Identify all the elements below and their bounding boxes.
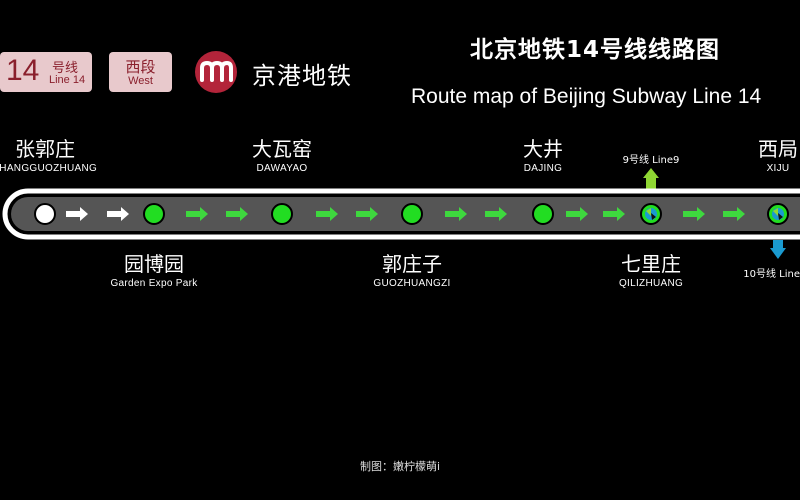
direction-arrow-icon (226, 207, 248, 221)
direction-arrow-icon (356, 207, 378, 221)
station-name-cn: 大井 (523, 137, 563, 161)
station-dot (532, 203, 554, 225)
transfer-label-line9: 9号线 Line9 (622, 155, 680, 166)
station-name-en: GUOZHUANGZI (373, 278, 451, 289)
direction-arrow-icon (107, 207, 129, 221)
direction-arrow-icon (683, 207, 705, 221)
line-number: 14 (6, 54, 40, 87)
line-badge: 14 号线 Line 14 (0, 52, 92, 92)
station-name-en: Garden Expo Park (110, 278, 198, 289)
section-label-en: West (128, 75, 153, 87)
direction-arrow-icon (316, 207, 338, 221)
station-dot (271, 203, 293, 225)
direction-arrow-icon (66, 207, 88, 221)
transfer-station-dot (767, 203, 789, 225)
direction-arrow-icon (723, 207, 745, 221)
station-name-cn: 七里庄 (621, 252, 681, 276)
line10-transfer-marker (770, 240, 786, 259)
line9-transfer-marker (643, 168, 659, 190)
direction-arrow-icon (485, 207, 507, 221)
station-name-en: ZHANGGUOZHUANG (0, 163, 98, 174)
direction-arrow-icon (186, 207, 208, 221)
station-name-en: XIJU (766, 163, 790, 174)
direction-arrow-icon (603, 207, 625, 221)
station-dot (143, 203, 165, 225)
station-name-cn: 大瓦窑 (252, 137, 312, 161)
station-name-cn: 张郭庄 (15, 137, 75, 161)
station-name-cn: 郭庄子 (382, 252, 442, 276)
station-name-en: QILIZHUANG (618, 278, 684, 289)
station-name-cn: 园博园 (124, 252, 184, 276)
section-label-cn: 西段 (125, 58, 156, 76)
current-station-dot (34, 203, 56, 225)
brand-name: 京港地铁 (252, 62, 352, 90)
transfer-station-dot (640, 203, 662, 225)
credit-text: 制图：嫩柠檬萌i (359, 460, 441, 473)
page-title-en: Route map of Beijing Subway Line 14 (411, 85, 762, 108)
transfer-label-line10: 10号线 Line10 (743, 269, 800, 280)
section-badge: 西段 West (109, 52, 172, 92)
direction-arrow-icon (566, 207, 588, 221)
mtr-logo-icon (195, 51, 237, 93)
page-title-cn: 北京地铁14号线线路图 (470, 37, 721, 63)
station-name-en: DAWAYAO (256, 163, 308, 174)
station-name-en: DAJING (523, 163, 563, 174)
direction-arrow-icon (445, 207, 467, 221)
line-label-en: Line 14 (49, 74, 86, 86)
station-dot (401, 203, 423, 225)
line-label-cn: 号线 (52, 61, 79, 76)
station-name-cn: 西局 (758, 137, 798, 161)
